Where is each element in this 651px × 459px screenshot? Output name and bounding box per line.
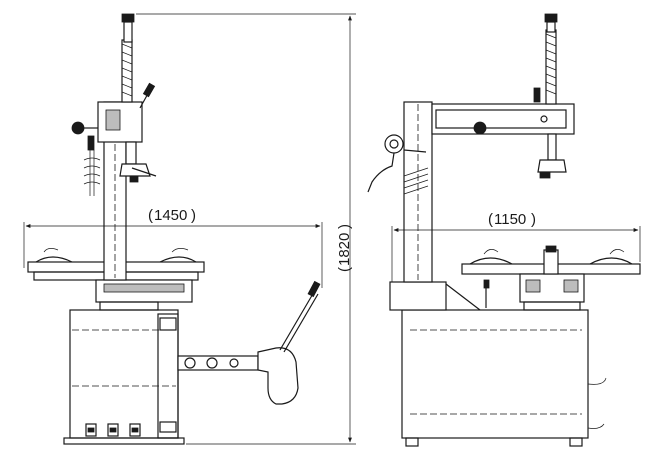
side-view bbox=[367, 13, 641, 447]
side-width-label: 1150 bbox=[494, 211, 526, 228]
height-open-paren: ( bbox=[336, 267, 353, 272]
side-width-open-paren: ( bbox=[488, 211, 493, 228]
front-view bbox=[27, 13, 321, 445]
front-width-open-paren: ( bbox=[148, 207, 153, 224]
horizontal-arm bbox=[431, 103, 575, 135]
front-width-label: 1450 bbox=[154, 207, 187, 224]
pressure-gauge bbox=[384, 134, 404, 154]
foot-pedals bbox=[85, 423, 141, 437]
height-close-paren: ) bbox=[336, 224, 353, 229]
side-width-dimension: ( 1150 ) bbox=[391, 211, 641, 282]
side-width-close-paren: ) bbox=[531, 211, 536, 228]
side-column bbox=[403, 101, 433, 283]
front-width-dimension: ( 1450 ) bbox=[23, 207, 323, 288]
bead-breaker-shoe bbox=[257, 347, 299, 405]
height-label: 1820 bbox=[336, 233, 353, 266]
side-cabinet bbox=[401, 309, 589, 439]
side-vertical-shaft bbox=[545, 29, 557, 105]
front-cabinet bbox=[69, 309, 179, 439]
front-width-close-paren: ) bbox=[191, 207, 196, 224]
height-dimension: ( 1820 ) bbox=[136, 13, 356, 445]
side-column-base bbox=[389, 281, 447, 311]
